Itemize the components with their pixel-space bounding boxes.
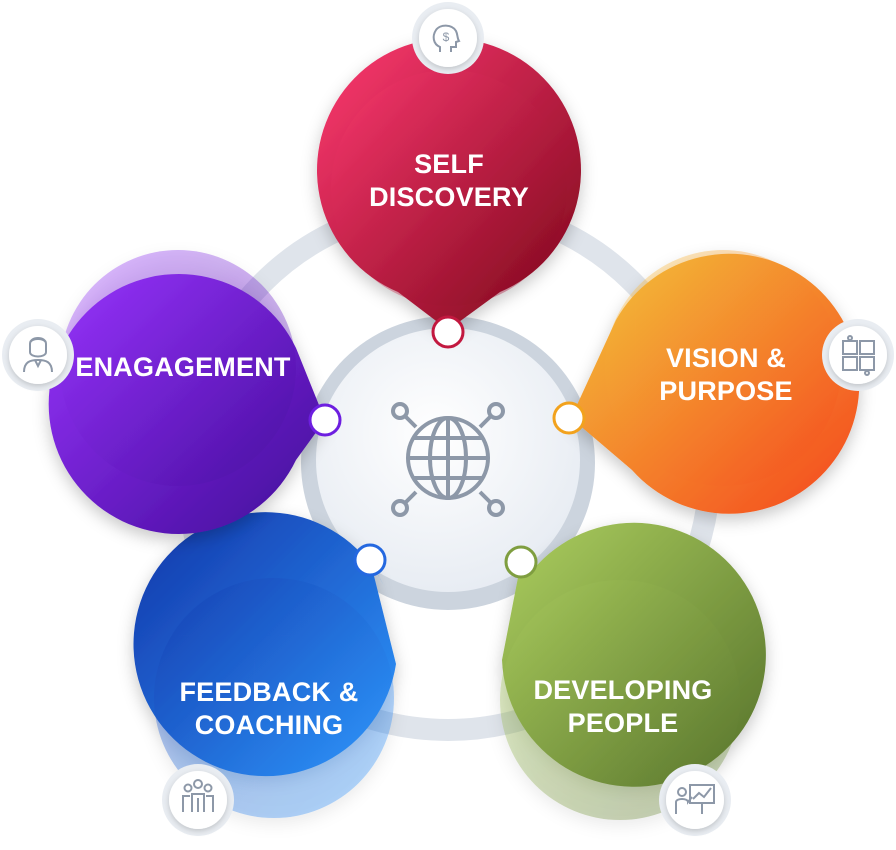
- developing-people-connector: [504, 545, 538, 579]
- feedback-coaching-label: FEEDBACK & COACHING: [154, 676, 384, 742]
- developing-people-petal: [500, 522, 766, 820]
- feedback-coaching-petal: [133, 512, 397, 818]
- puzzle-hands-icon: [842, 335, 875, 376]
- self-discovery-connector: [431, 315, 465, 349]
- svg-text:$: $: [443, 30, 450, 44]
- feedback-coaching-label-line-1: FEEDBACK &: [179, 677, 359, 707]
- developing-people-label: DEVELOPING PEOPLE: [508, 674, 738, 740]
- developing-people-icon-badge: [659, 764, 731, 836]
- vision-purpose-label-line-1: VISION &: [665, 343, 787, 373]
- team-icon: [182, 779, 214, 812]
- self-discovery-icon-badge: $: [412, 2, 484, 74]
- engagement-connector: [308, 403, 342, 437]
- self-discovery-label: SELF DISCOVERY: [339, 148, 559, 214]
- engagement-petal: [48, 250, 325, 534]
- engagement-label: ENAGAGEMENT: [68, 351, 298, 384]
- vision-purpose-label-line-2: PURPOSE: [659, 376, 793, 406]
- feedback-coaching-label-line-2: COACHING: [194, 710, 344, 740]
- globe-network-icon: [391, 402, 505, 517]
- presentation-icon: [675, 784, 715, 814]
- feedback-coaching-connector: [353, 543, 387, 577]
- businessman-icon: [23, 337, 53, 373]
- engagement-label-line-1: ENAGAGEMENT: [75, 352, 291, 382]
- developing-people-label-line-1: DEVELOPING: [533, 675, 713, 705]
- vision-purpose-icon-badge: [822, 319, 894, 391]
- engagement-icon-badge: [2, 319, 74, 391]
- vision-purpose-petal: [571, 250, 860, 514]
- vision-purpose-connector: [552, 401, 586, 435]
- self-discovery-label-line-2: DISCOVERY: [369, 182, 529, 212]
- self-discovery-label-line-1: SELF: [414, 149, 484, 179]
- self-discovery-petal: [316, 38, 581, 331]
- developing-people-label-line-2: PEOPLE: [567, 708, 679, 738]
- feedback-coaching-icon-badge: [162, 764, 234, 836]
- vision-purpose-label: VISION & PURPOSE: [616, 342, 836, 408]
- head-dollar-icon: $: [432, 24, 461, 52]
